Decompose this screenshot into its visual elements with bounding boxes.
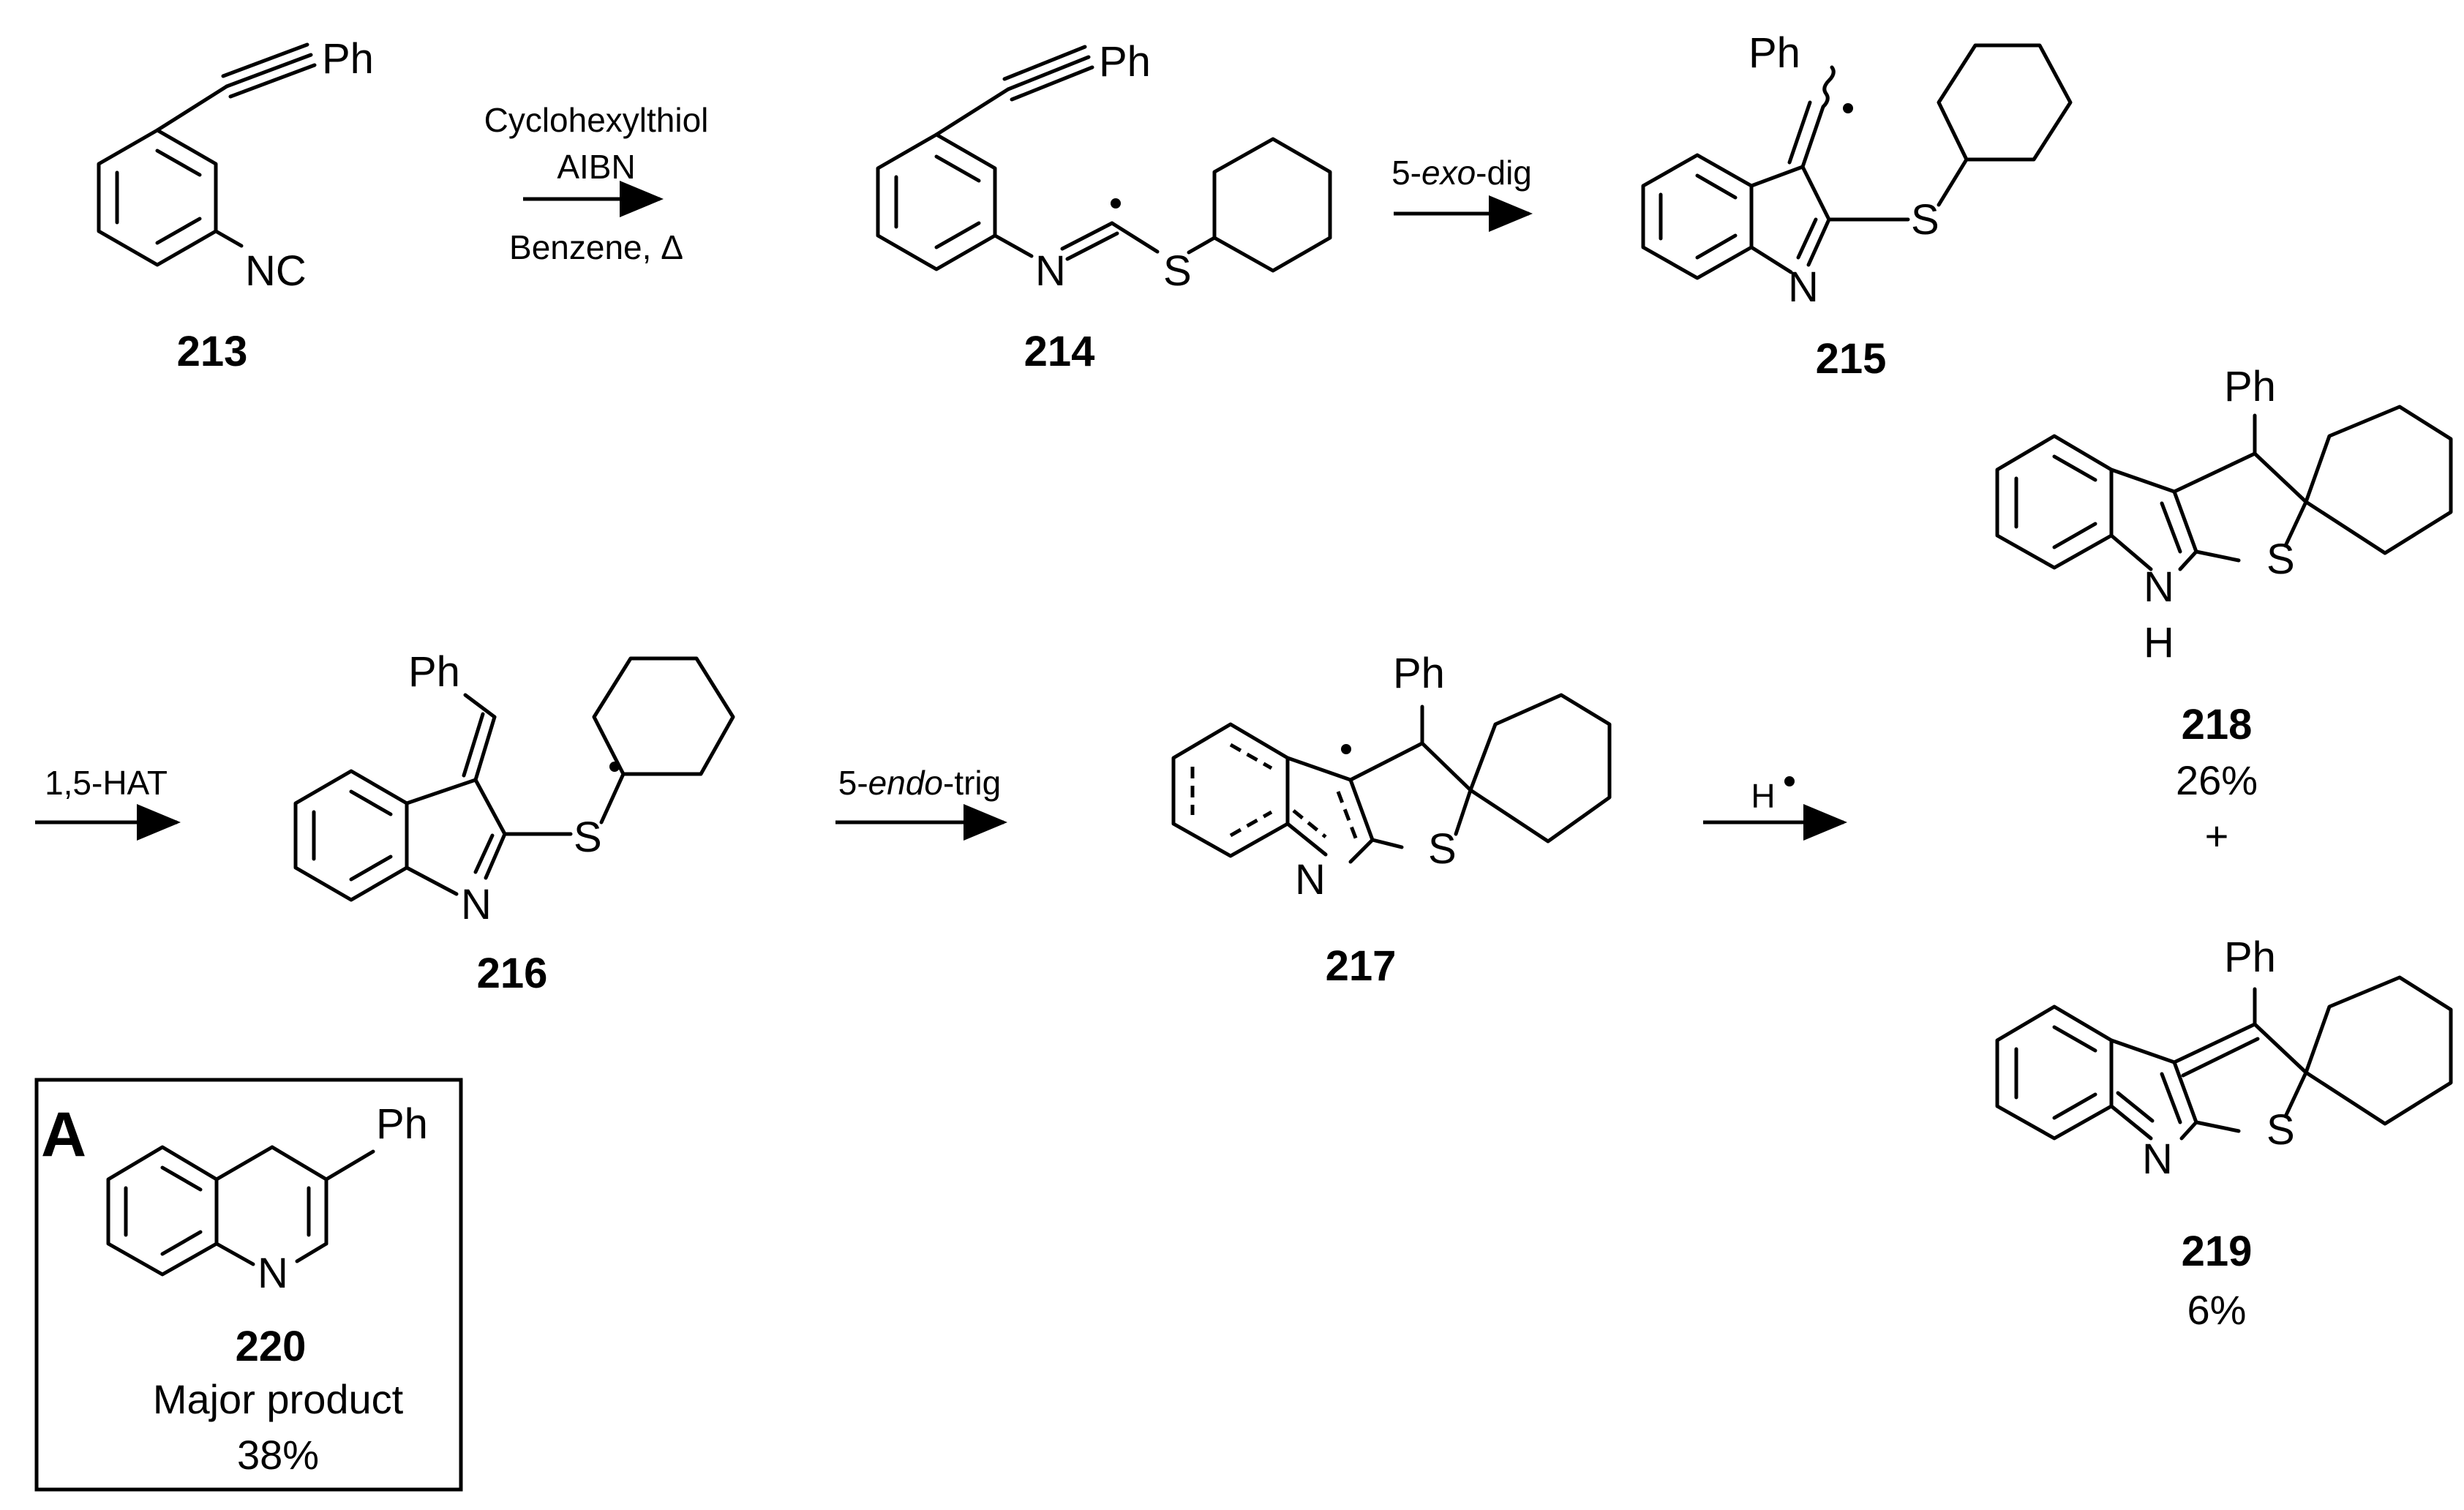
sulfur-label: S — [2266, 1106, 2295, 1154]
compound-215-label: 215 — [1816, 335, 1887, 383]
phenyl-label: Ph — [322, 35, 374, 83]
radical-dot — [1784, 776, 1795, 786]
reagent-aibn: AIBN — [557, 148, 635, 186]
phenyl-label: Ph — [2224, 934, 2276, 981]
compound-216-label: 216 — [477, 950, 548, 997]
nitrogen-label: N — [258, 1250, 288, 1297]
nitrogen-label: N — [1035, 247, 1066, 295]
compound-214: Ph N S 214 — [876, 38, 1332, 375]
nitrogen-label: N — [1788, 263, 1819, 311]
compound-219-yield: 6% — [2187, 1287, 2247, 1333]
compound-219-label: 219 — [2182, 1228, 2253, 1275]
wavy-bond — [1821, 65, 1836, 109]
nitrogen-label: N — [461, 881, 492, 928]
box-a-frame — [34, 1078, 463, 1492]
arrow-step-3: 1,5-HAT — [35, 764, 181, 841]
plus-sign: + — [2205, 813, 2229, 859]
phenyl-label: Ph — [1749, 29, 1800, 77]
sulfur-label: S — [1428, 825, 1457, 873]
compound-214-label: 214 — [1024, 328, 1095, 375]
box-a-label: A — [41, 1100, 86, 1170]
sulfur-label: S — [1163, 247, 1192, 295]
step-5-exo-dig: 5-exo-dig — [1391, 154, 1532, 192]
sulfur-label: S — [2266, 536, 2295, 583]
nitrogen-label: N — [2142, 1135, 2173, 1183]
sulfur-label: S — [1911, 196, 1939, 244]
compound-213-label: 213 — [177, 328, 248, 375]
major-product-note: Major product — [153, 1376, 404, 1422]
radical-dot — [1341, 744, 1351, 754]
conditions-benzene-heat: Benzene, Δ — [509, 228, 683, 266]
compound-213: Ph NC 213 — [97, 35, 374, 375]
radical-dot — [1843, 103, 1853, 113]
phenyl-label: Ph — [1099, 38, 1151, 86]
nitrogen-label: N — [1295, 856, 1326, 904]
hydrogen-label: H — [2144, 619, 2174, 666]
sulfur-label: S — [574, 814, 602, 861]
compound-218-label: 218 — [2182, 701, 2253, 748]
compound-216: N Ph S 216 — [293, 648, 735, 997]
box-a: A N Ph 220 Major product 38% — [34, 1078, 463, 1492]
phenyl-label: Ph — [1393, 650, 1445, 697]
isocyanide-label: NC — [245, 247, 307, 295]
arrow-step-1: Cyclohexylthiol AIBN Benzene, Δ — [484, 101, 709, 266]
arrow-step-2: 5-exo-dig — [1391, 154, 1533, 232]
nitrogen-label: N — [2144, 563, 2174, 611]
compound-217: N Ph S 217 — [1171, 650, 1612, 990]
step-1-5-hat: 1,5-HAT — [45, 764, 168, 802]
compound-219: N Ph S 219 6% — [1995, 934, 2453, 1333]
reagent-cyclohexylthiol: Cyclohexylthiol — [484, 101, 709, 139]
hydrogen-radical-label: H — [1751, 777, 1775, 815]
compound-215: N Ph S 215 — [1641, 29, 2073, 383]
phenyl-label: Ph — [408, 648, 460, 696]
phenyl-label: Ph — [2224, 363, 2276, 410]
arrow-step-4: 5-endo-trig — [835, 764, 1007, 841]
step-5-endo-trig: 5-endo-trig — [838, 764, 1001, 802]
compound-218-yield: 26% — [2176, 757, 2258, 803]
compound-218: N H Ph S 218 26% + — [1995, 363, 2453, 859]
arrow-step-5: H — [1703, 776, 1847, 841]
compound-220-label: 220 — [236, 1323, 307, 1370]
phenyl-label: Ph — [376, 1100, 428, 1148]
radical-dot — [1111, 198, 1121, 209]
compound-217-label: 217 — [1326, 942, 1397, 990]
compound-220-yield: 38% — [237, 1432, 319, 1478]
